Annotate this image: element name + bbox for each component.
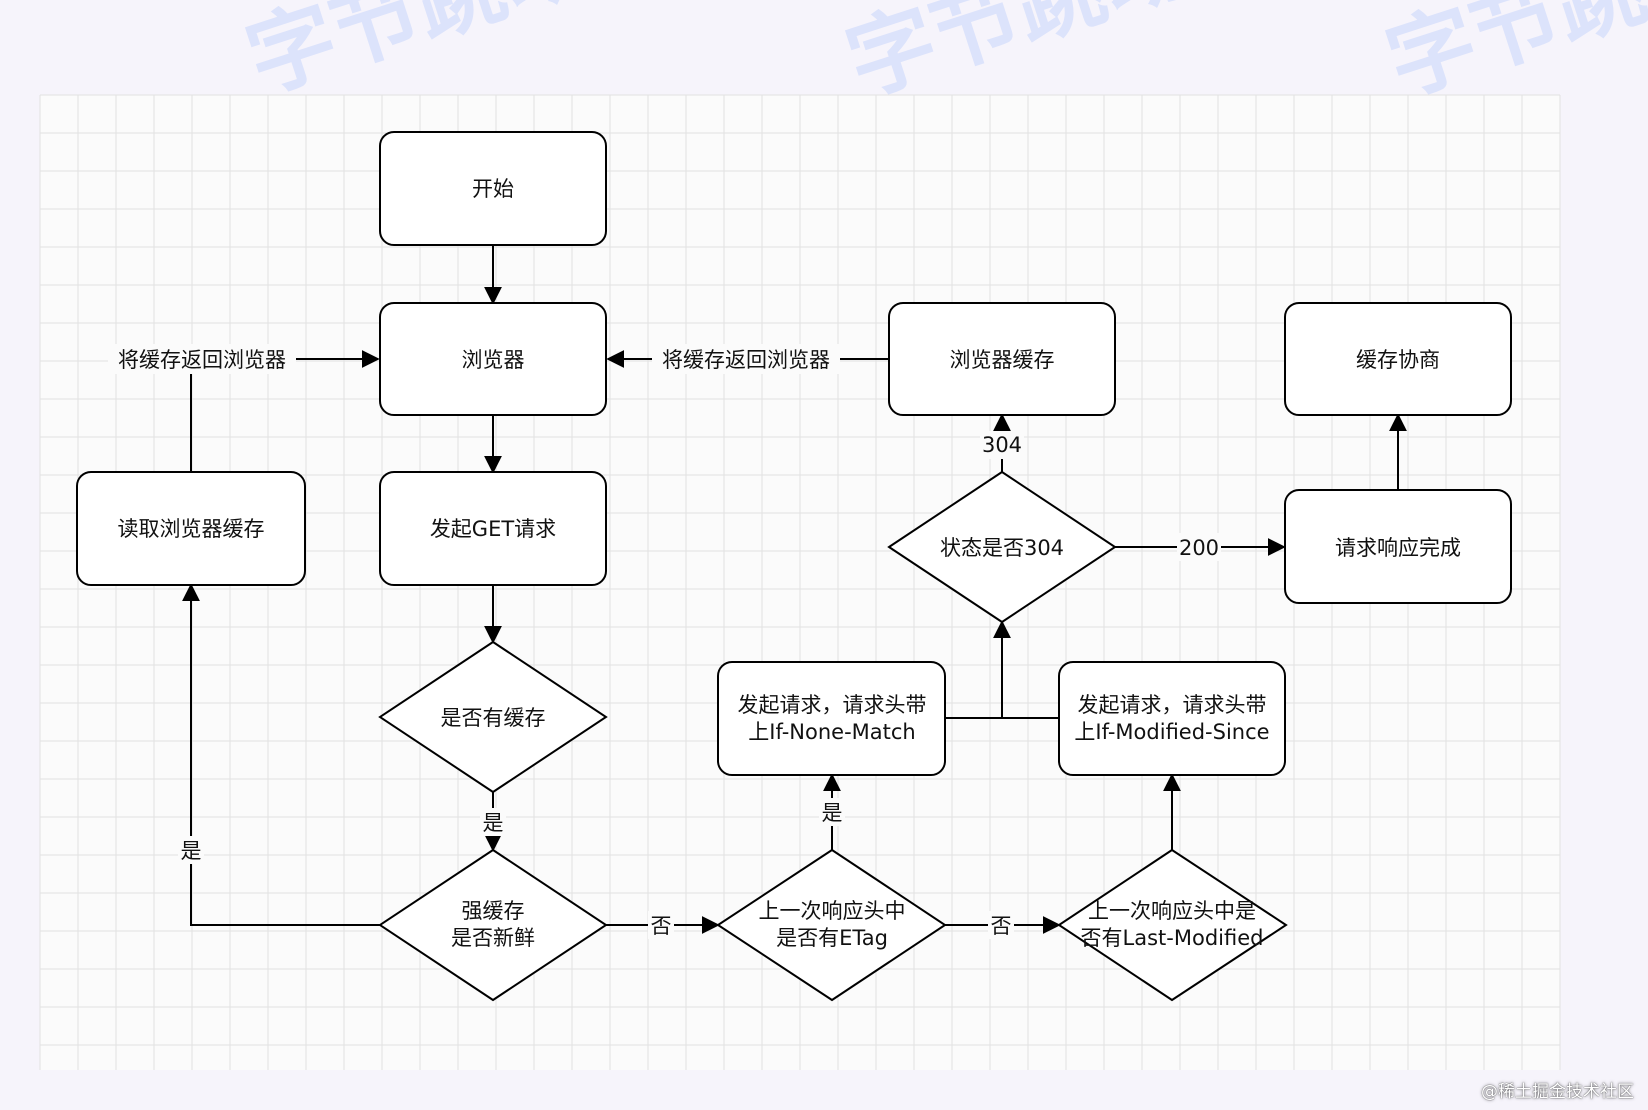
label-has-etag-yes: 是 xyxy=(822,801,843,825)
credit-watermark: @稀土掘金技术社区 xyxy=(1481,1082,1634,1102)
label-strong-fresh-no: 否 xyxy=(651,914,672,938)
edge-read-cache-to-browser xyxy=(190,350,380,471)
node-strong-fresh-label-1: 强缓存 xyxy=(462,899,525,923)
node-start: 开始 xyxy=(379,131,607,246)
node-is-304-label: 状态是否304 xyxy=(940,536,1064,560)
node-has-etag-label-1: 上一次响应头中 xyxy=(759,899,906,923)
label-is-304-200: 200 xyxy=(1179,536,1219,560)
node-read-cache: 读取浏览器缓存 xyxy=(76,471,306,586)
label-strong-fresh-yes: 是 xyxy=(181,839,202,863)
node-browser-cache-label: 浏览器缓存 xyxy=(950,348,1055,372)
node-has-etag-label-2: 是否有ETag xyxy=(776,926,888,950)
edge-strong-fresh-to-read-cache xyxy=(182,583,380,926)
node-has-last-modified-label-2: 否有Last-Modified xyxy=(1081,926,1264,950)
node-req-if-none-match-label-1: 发起请求，请求头带 xyxy=(738,693,927,717)
node-is-304: 状态是否304 xyxy=(887,470,1117,624)
label-has-etag-no: 否 xyxy=(991,914,1012,938)
node-strong-fresh-label-2: 是否新鲜 xyxy=(451,926,535,950)
label-read-cache-to-browser: 将缓存返回浏览器 xyxy=(118,348,286,372)
label-bg xyxy=(648,911,674,939)
label-bg xyxy=(652,344,840,374)
node-get-request: 发起GET请求 xyxy=(379,471,607,586)
node-read-cache-label: 读取浏览器缓存 xyxy=(118,517,265,541)
node-response-done-label: 请求响应完成 xyxy=(1335,536,1461,560)
node-strong-fresh: 强缓存 是否新鲜 xyxy=(378,848,608,1002)
node-has-last-modified: 上一次响应头中是 否有Last-Modified xyxy=(1057,848,1288,1002)
node-req-if-modified-since-label-2: 上If-Modified-Since xyxy=(1074,720,1269,744)
node-req-if-modified-since-label-1: 发起请求，请求头带 xyxy=(1078,693,1267,717)
label-has-cache-yes: 是 xyxy=(483,811,504,835)
edge-labels: 将缓存返回浏览器 将缓存返回浏览器 是 是 否 是 否 304 200 xyxy=(108,344,1221,939)
label-browser-cache-to-browser: 将缓存返回浏览器 xyxy=(662,348,830,372)
node-start-label: 开始 xyxy=(472,177,514,201)
node-has-etag: 上一次响应头中 是否有ETag xyxy=(716,848,947,1002)
node-has-cache: 是否有缓存 xyxy=(378,640,608,794)
nodes: 开始 浏览器 发起GET请求 是否有缓存 强缓存 是否新鲜 读取浏览器缓存 上一… xyxy=(76,131,1512,1002)
node-cache-negotiation: 缓存协商 xyxy=(1284,302,1512,416)
node-cache-negotiation-label: 缓存协商 xyxy=(1356,348,1440,372)
label-bg xyxy=(819,798,845,826)
node-browser-cache: 浏览器缓存 xyxy=(888,302,1116,416)
edge-req-if-none-match-to-is-304 xyxy=(945,620,1011,719)
node-req-if-modified-since: 发起请求，请求头带 上If-Modified-Since xyxy=(1058,661,1286,776)
label-is-304-yes: 304 xyxy=(982,433,1022,457)
node-req-if-none-match-label-2: 上If-None-Match xyxy=(748,720,915,744)
node-get-request-label: 发起GET请求 xyxy=(430,517,556,541)
node-response-done: 请求响应完成 xyxy=(1284,489,1512,604)
label-bg xyxy=(480,808,506,836)
node-req-if-none-match: 发起请求，请求头带 上If-None-Match xyxy=(717,661,946,776)
label-bg xyxy=(980,431,1024,459)
label-bg xyxy=(108,344,296,374)
label-bg xyxy=(988,911,1014,939)
node-browser: 浏览器 xyxy=(379,302,607,416)
node-has-cache-label: 是否有缓存 xyxy=(441,706,546,730)
label-bg xyxy=(178,836,204,864)
node-browser-label: 浏览器 xyxy=(462,348,525,372)
node-has-last-modified-label-1: 上一次响应头中是 xyxy=(1088,899,1256,923)
label-bg xyxy=(1177,533,1221,561)
